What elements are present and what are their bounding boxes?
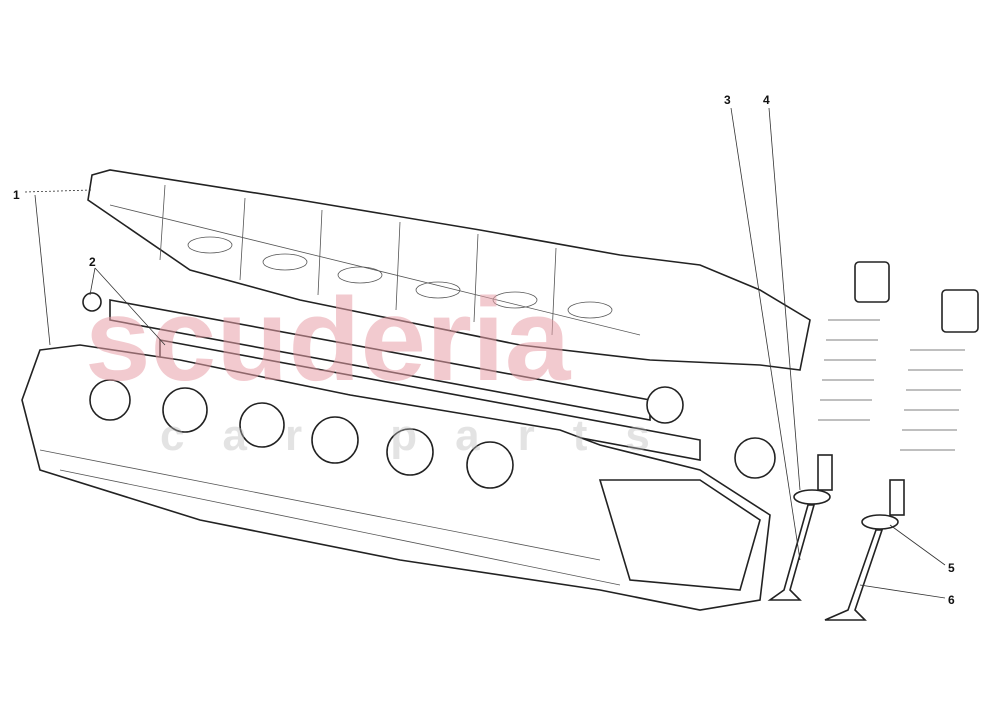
camshaft-cover	[87, 169, 811, 371]
valve-assembly-left	[767, 261, 890, 601]
plug	[82, 292, 102, 312]
watermark-car-parts: car parts	[160, 411, 688, 460]
callout-2: 2	[89, 255, 96, 269]
watermark-scuderia: scuderia	[85, 274, 572, 406]
callout-4: 4	[763, 93, 770, 107]
camshafts	[82, 292, 776, 479]
cylinder-head	[21, 344, 771, 611]
callout-6: 6	[948, 593, 955, 607]
callout-5: 5	[948, 561, 955, 575]
valve-assembly-right	[824, 289, 979, 621]
leader-lines	[24, 107, 946, 599]
callout-1: 1	[13, 188, 20, 202]
callout-3: 3	[724, 93, 731, 107]
